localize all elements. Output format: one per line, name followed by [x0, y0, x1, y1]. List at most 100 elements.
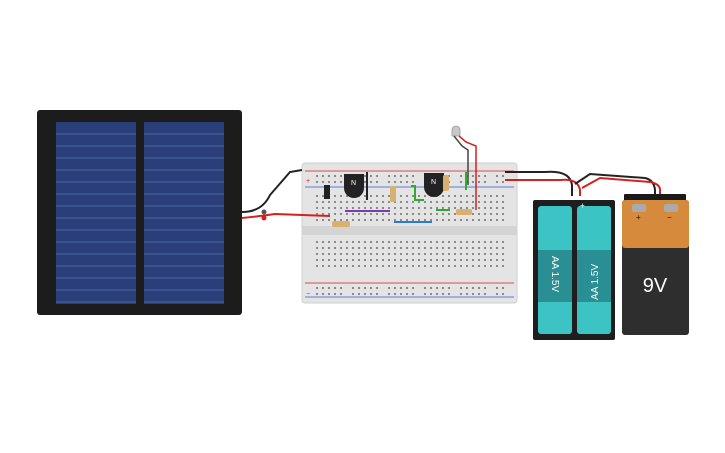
breadboard-hole [364, 201, 366, 203]
breadboard-hole [406, 213, 408, 215]
breadboard-hole [346, 195, 348, 197]
breadboard-hole [394, 213, 396, 215]
breadboard-hole [430, 207, 432, 209]
breadboard-hole [364, 247, 366, 249]
breadboard-hole [370, 219, 372, 221]
breadboard-hole [334, 287, 336, 289]
breadboard-hole [490, 207, 492, 209]
breadboard-hole [490, 265, 492, 267]
diode[interactable] [324, 185, 330, 199]
breadboard-hole [334, 201, 336, 203]
rail-plus-mark: + [306, 178, 310, 185]
wire-red-battery[interactable] [505, 178, 581, 196]
breadboard-hole [442, 195, 444, 197]
breadboard-hole [346, 247, 348, 249]
wire-green-1[interactable] [411, 185, 424, 201]
breadboard-hole [484, 213, 486, 215]
breadboard-hole [370, 195, 372, 197]
breadboard-hole [478, 247, 480, 249]
wire-red-9v[interactable] [581, 176, 661, 196]
breadboard-hole [496, 253, 498, 255]
breadboard-hole [448, 259, 450, 261]
breadboard-hole [448, 207, 450, 209]
resistor-horizontal-2[interactable] [456, 209, 472, 215]
breadboard[interactable]: + − [301, 162, 518, 304]
wire-black-solar[interactable] [241, 169, 303, 213]
breadboard-hole [316, 241, 318, 243]
breadboard-hole [418, 265, 420, 267]
breadboard-hole [448, 293, 450, 295]
breadboard-hole [442, 213, 444, 215]
breadboard-hole [322, 253, 324, 255]
breadboard-hole [322, 247, 324, 249]
breadboard-hole [400, 259, 402, 261]
breadboard-hole [346, 213, 348, 215]
breadboard-hole [472, 293, 474, 295]
battery-9v[interactable]: + − 9V [622, 194, 689, 335]
breadboard-hole [388, 175, 390, 177]
breadboard-hole [412, 219, 414, 221]
resistor-vertical-2[interactable] [443, 175, 449, 191]
breadboard-hole [358, 259, 360, 261]
breadboard-hole [328, 287, 330, 289]
breadboard-hole [412, 293, 414, 295]
breadboard-hole [502, 293, 504, 295]
breadboard-hole [334, 181, 336, 183]
breadboard-hole [424, 213, 426, 215]
battery-9v-label: 9V [643, 275, 668, 297]
breadboard-hole [376, 181, 378, 183]
breadboard-hole [316, 201, 318, 203]
breadboard-hole [430, 259, 432, 261]
resistor-vertical-1[interactable] [390, 186, 396, 202]
breadboard-hole [376, 293, 378, 295]
breadboard-hole [478, 175, 480, 177]
wire-black-battery[interactable] [505, 170, 573, 196]
breadboard-hole [376, 259, 378, 261]
resistor-horizontal-1[interactable] [332, 221, 350, 227]
breadboard-hole [370, 293, 372, 295]
breadboard-hole [448, 253, 450, 255]
breadboard-hole [394, 293, 396, 295]
breadboard-hole [388, 213, 390, 215]
transistor-1[interactable]: N [344, 174, 364, 198]
breadboard-hole [490, 213, 492, 215]
breadboard-hole [454, 247, 456, 249]
battery-9v-terminal-plus [632, 204, 646, 212]
breadboard-hole [424, 253, 426, 255]
breadboard-hole [490, 253, 492, 255]
breadboard-hole [346, 265, 348, 267]
breadboard-hole [436, 241, 438, 243]
breadboard-hole [472, 207, 474, 209]
breadboard-hole [346, 259, 348, 261]
breadboard-hole [442, 241, 444, 243]
led[interactable] [451, 125, 477, 210]
breadboard-hole [496, 265, 498, 267]
breadboard-hole [394, 241, 396, 243]
breadboard-hole [388, 241, 390, 243]
transistor-2[interactable]: N [424, 173, 444, 197]
breadboard-hole [472, 175, 474, 177]
breadboard-hole [466, 241, 468, 243]
breadboard-hole [412, 201, 414, 203]
battery-9v-terminal-minus [664, 204, 678, 212]
breadboard-hole [382, 219, 384, 221]
breadboard-hole [364, 259, 366, 261]
breadboard-hole [472, 259, 474, 261]
breadboard-hole [502, 175, 504, 177]
breadboard-hole [358, 247, 360, 249]
breadboard-hole [406, 181, 408, 183]
breadboard-hole [466, 195, 468, 197]
solar-panel[interactable] [37, 110, 242, 315]
breadboard-hole [412, 207, 414, 209]
wire-red-solar[interactable] [241, 212, 331, 219]
breadboard-hole [502, 219, 504, 221]
aa-battery-pack[interactable]: AA 1.5V AA 1.5V + [533, 200, 615, 340]
solar-panel-cells-left [56, 122, 136, 304]
breadboard-hole [316, 265, 318, 267]
breadboard-hole [484, 175, 486, 177]
breadboard-hole [346, 201, 348, 203]
breadboard-hole [400, 287, 402, 289]
breadboard-hole [436, 247, 438, 249]
breadboard-hole [382, 201, 384, 203]
